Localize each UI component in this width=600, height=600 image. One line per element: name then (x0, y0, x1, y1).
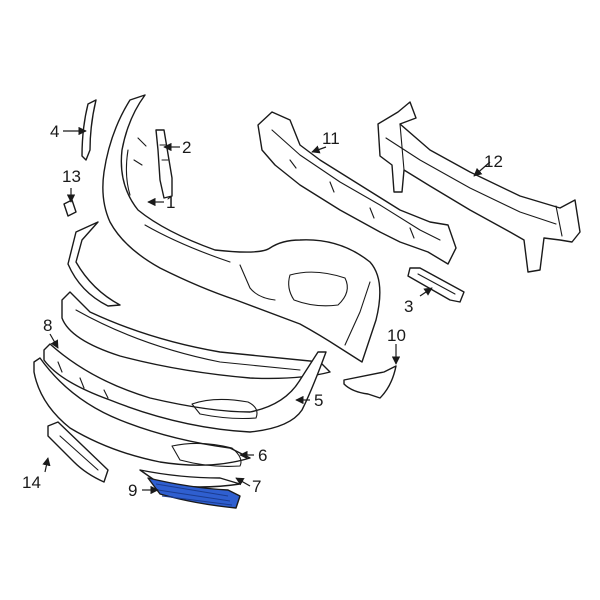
part-2-bracket (155, 129, 173, 199)
callout-14: 14 (22, 473, 41, 492)
callout-7: 7 (252, 477, 261, 496)
callout-1: 1 (166, 193, 175, 212)
callout-labels: 4 1 2 3 11 12 13 8 10 5 6 7 9 14 (22, 122, 503, 500)
callout-10: 10 (387, 326, 406, 345)
part-3-strip (407, 267, 465, 303)
callout-6: 6 (258, 446, 267, 465)
part-10-reflector (343, 365, 397, 399)
callout-4: 4 (50, 122, 59, 141)
callout-8: 8 (43, 316, 52, 335)
part-9-grille-insert (147, 477, 241, 509)
part-8-trim (61, 291, 331, 380)
part-14-license-bracket (47, 421, 109, 483)
leader-lines (42, 126, 491, 495)
part-8-molding (67, 221, 121, 307)
part-5-valance (43, 343, 327, 433)
part-11-absorber (257, 111, 457, 265)
callout-5: 5 (314, 391, 323, 410)
part-4-bracket (81, 99, 97, 161)
callout-13: 13 (62, 167, 81, 186)
callout-11: 11 (322, 129, 340, 148)
part-13-clip (63, 199, 77, 217)
part-1-bumper-cover (102, 94, 381, 363)
callout-9: 9 (128, 481, 137, 500)
part-12-reinforcement (377, 101, 581, 273)
callout-12: 12 (484, 152, 503, 171)
callout-3: 3 (404, 297, 413, 316)
callout-2: 2 (182, 138, 191, 157)
